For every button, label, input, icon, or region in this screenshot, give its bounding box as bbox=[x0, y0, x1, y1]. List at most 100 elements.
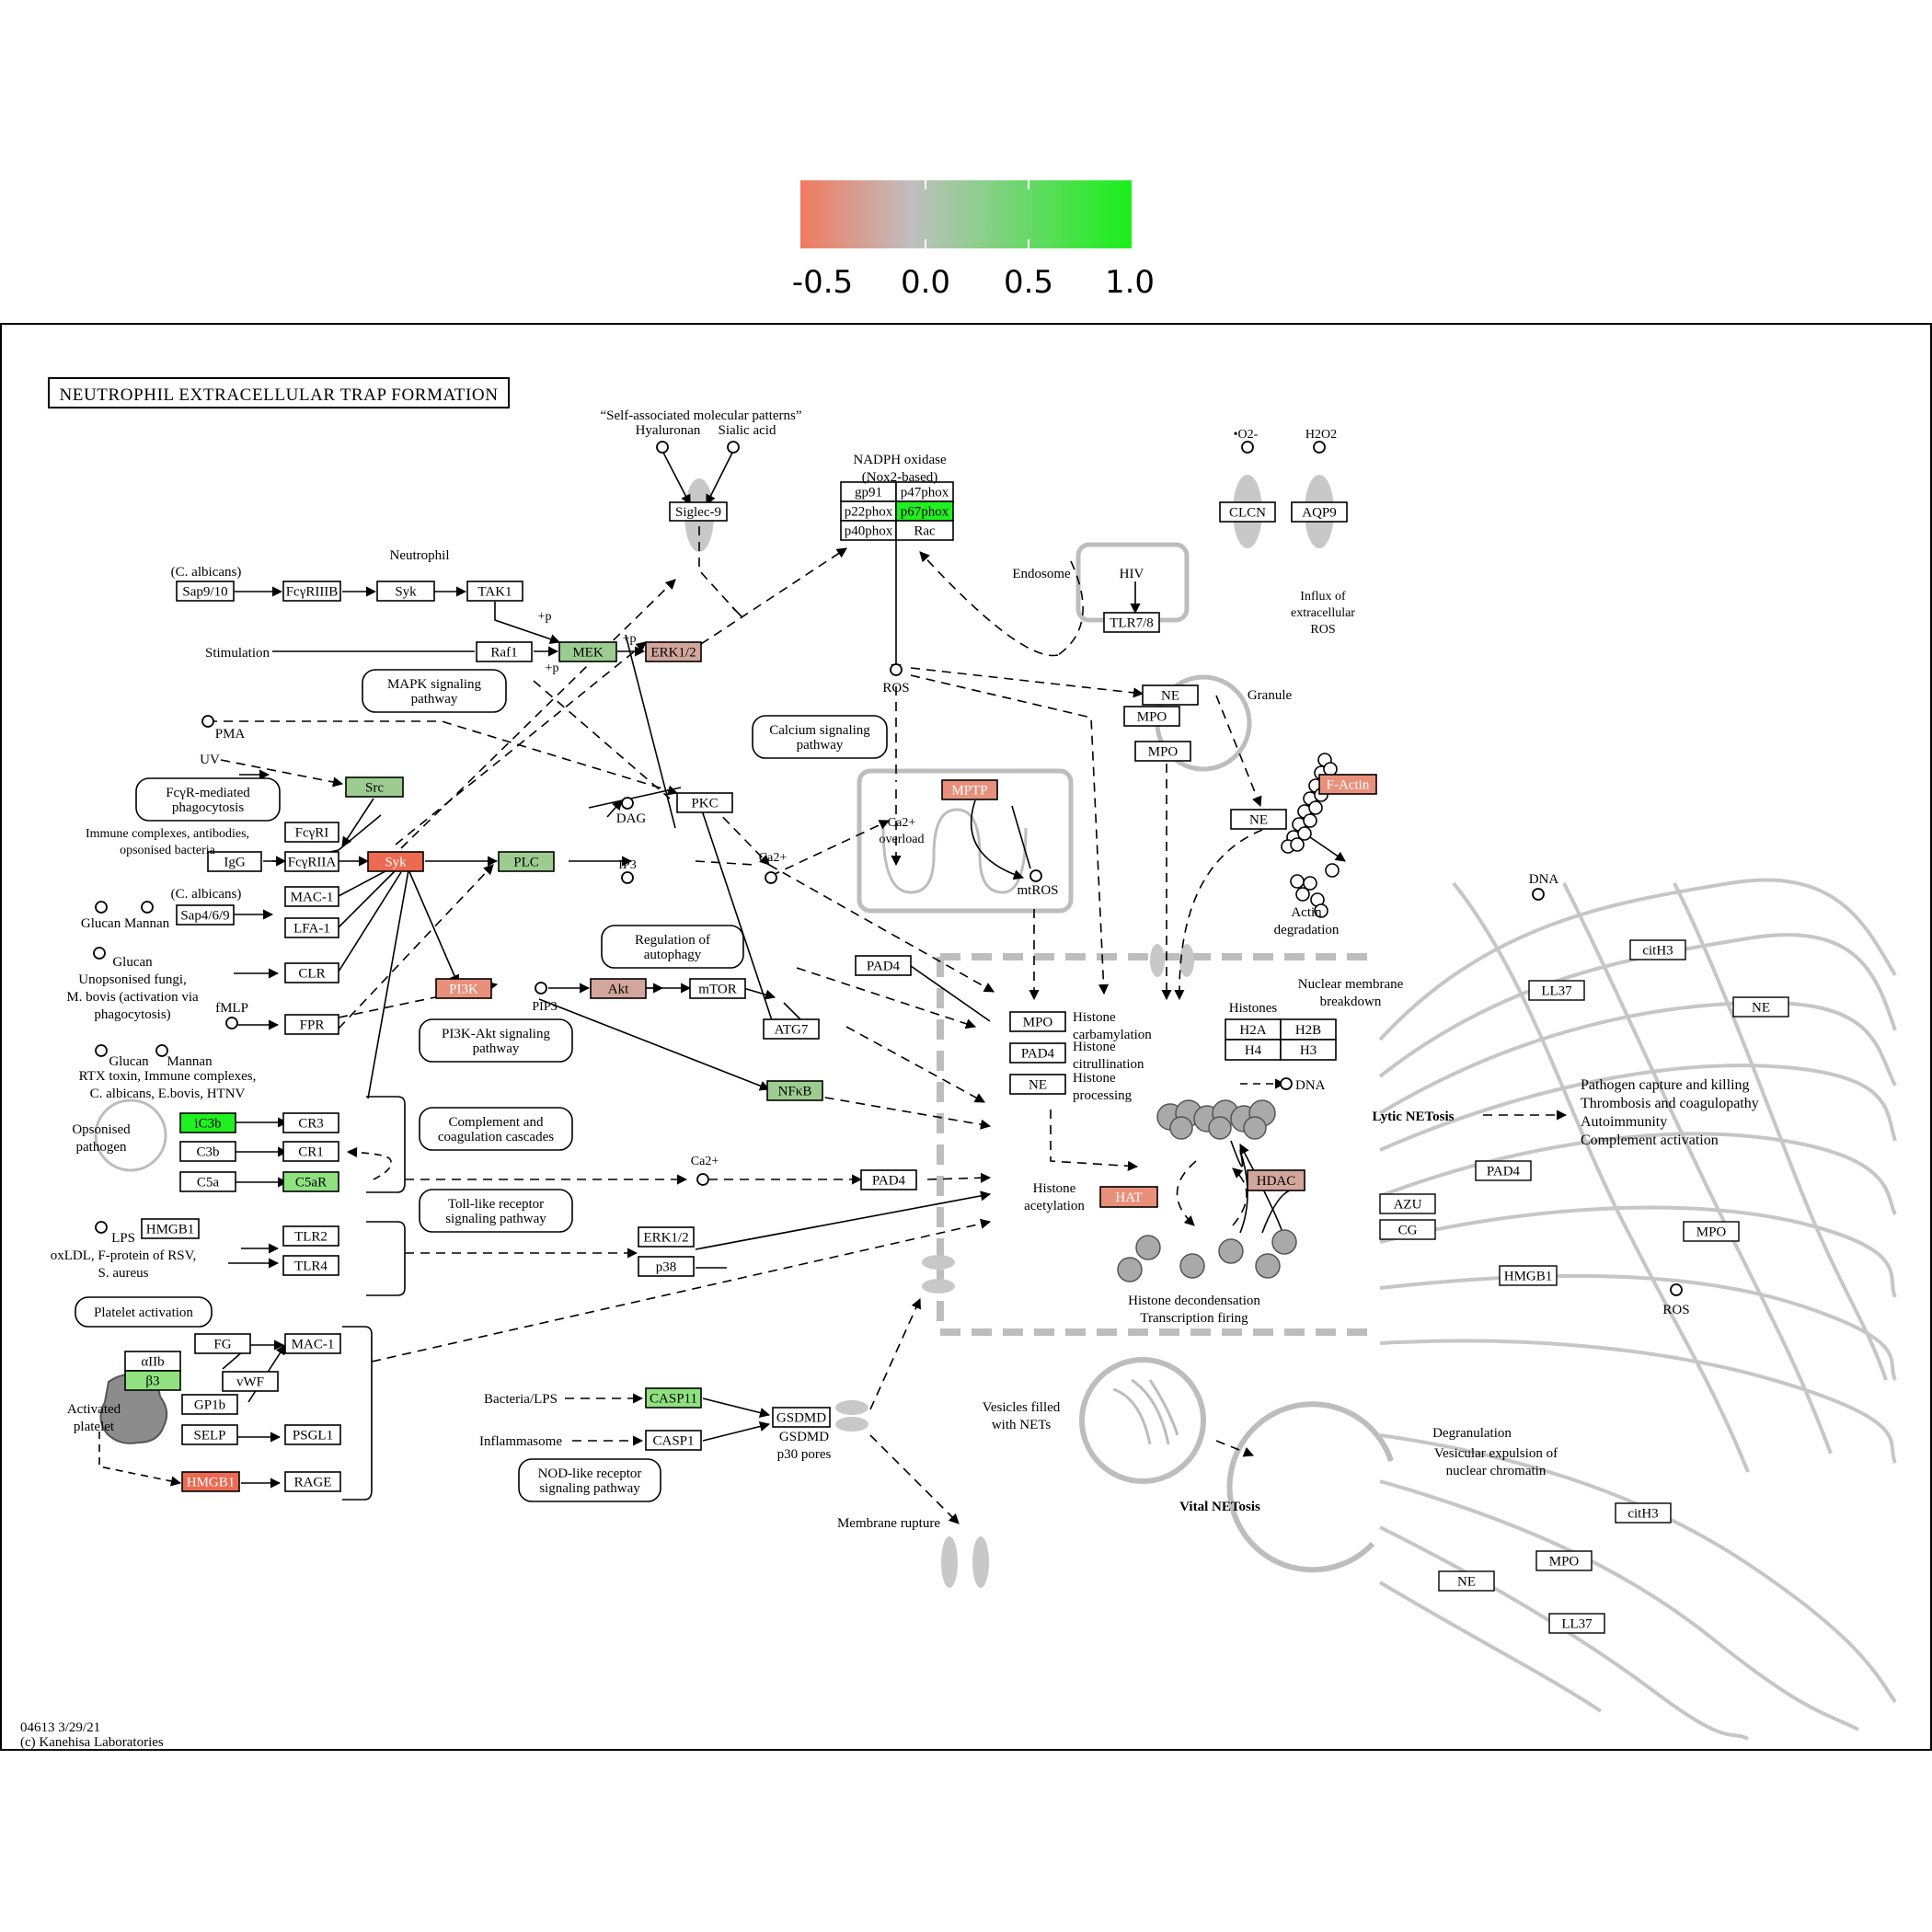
gene-node-hmgb1a[interactable]: HMGB1 bbox=[141, 1218, 200, 1239]
net-protein-box[interactable] bbox=[1732, 996, 1789, 1018]
gene-node-mac1a[interactable]: MAC-1 bbox=[284, 886, 339, 907]
gene-box[interactable] bbox=[207, 851, 262, 872]
gene-box[interactable] bbox=[1318, 774, 1377, 795]
net-box-ne4[interactable]: NE bbox=[1732, 996, 1789, 1018]
gene-box[interactable] bbox=[1009, 1042, 1066, 1064]
gene-box[interactable] bbox=[772, 1407, 831, 1428]
net-box-cith3a[interactable]: citH3 bbox=[1629, 939, 1686, 960]
gene-box[interactable] bbox=[1142, 684, 1199, 706]
gene-box[interactable] bbox=[284, 1014, 339, 1035]
gene-box[interactable] bbox=[638, 1226, 695, 1248]
gene-node-mpo3[interactable]: MPO bbox=[1009, 1011, 1066, 1032]
net-protein-box[interactable] bbox=[1615, 1502, 1672, 1524]
gene-node-rage[interactable]: RAGE bbox=[284, 1471, 341, 1492]
gene-node-p40phox[interactable]: p40phox bbox=[840, 520, 897, 541]
gene-node-hdac[interactable]: HDAC bbox=[1247, 1169, 1305, 1191]
gene-box[interactable] bbox=[1009, 1074, 1066, 1095]
gene-node-tlr78[interactable]: TLR7/8 bbox=[1103, 612, 1160, 633]
gene-box[interactable] bbox=[558, 641, 617, 662]
pathway-link-box[interactable] bbox=[419, 1189, 573, 1233]
gene-box[interactable] bbox=[498, 851, 555, 872]
pathway-link-box[interactable] bbox=[362, 669, 507, 713]
gene-node-tlr4[interactable]: TLR4 bbox=[282, 1255, 339, 1276]
gene-box[interactable] bbox=[282, 1255, 339, 1276]
gene-node-mpo1[interactable]: MPO bbox=[1123, 706, 1180, 727]
gene-box[interactable] bbox=[766, 1080, 823, 1101]
gene-node-casp11[interactable]: CASP11 bbox=[645, 1387, 702, 1409]
gene-node-fcyr3b[interactable]: FcγRIIIB bbox=[282, 581, 341, 602]
gene-node-pad4a[interactable]: PAD4 bbox=[855, 955, 912, 976]
net-protein-box[interactable] bbox=[1438, 1570, 1495, 1592]
gene-box[interactable] bbox=[282, 1141, 339, 1162]
gene-box[interactable] bbox=[284, 917, 339, 938]
gene-box[interactable] bbox=[124, 1370, 181, 1391]
net-box-mpo4[interactable]: MPO bbox=[1683, 1221, 1740, 1242]
gene-box[interactable] bbox=[645, 1430, 702, 1451]
net-box-ll37a[interactable]: LL37 bbox=[1528, 980, 1585, 1001]
net-protein-box[interactable] bbox=[1535, 1550, 1593, 1571]
net-box-ne5[interactable]: NE bbox=[1438, 1570, 1495, 1592]
gene-node-fpr[interactable]: FPR bbox=[284, 1014, 339, 1035]
gene-node-sap469[interactable]: Sap4/6/9 bbox=[176, 904, 235, 926]
gene-box[interactable] bbox=[176, 581, 235, 602]
gene-node-raf1[interactable]: Raf1 bbox=[476, 641, 533, 662]
gene-node-p67phox[interactable]: p67phox bbox=[895, 500, 954, 522]
gene-node-gp91[interactable]: gp91 bbox=[840, 481, 897, 502]
pathway-link-box[interactable] bbox=[752, 715, 888, 759]
net-protein-box[interactable] bbox=[1475, 1160, 1532, 1181]
gene-box[interactable] bbox=[367, 851, 424, 872]
gene-box[interactable] bbox=[1134, 741, 1191, 762]
gene-box[interactable] bbox=[181, 1394, 238, 1415]
gene-box[interactable] bbox=[181, 1424, 238, 1445]
gene-box[interactable] bbox=[284, 851, 339, 872]
gene-node-selp[interactable]: SELP bbox=[181, 1424, 238, 1445]
net-protein-box[interactable] bbox=[1499, 1265, 1558, 1286]
net-box-cg[interactable]: CG bbox=[1379, 1219, 1436, 1240]
gene-node-pkc[interactable]: PKC bbox=[676, 792, 733, 813]
gene-node-h4[interactable]: H4 bbox=[1225, 1039, 1282, 1061]
gene-box[interactable] bbox=[181, 1471, 240, 1492]
pathway-link-box[interactable] bbox=[135, 777, 281, 822]
gene-node-pad4c[interactable]: PAD4 bbox=[1009, 1042, 1066, 1064]
gene-node-fcyr1[interactable]: FcγRI bbox=[284, 822, 339, 843]
gene-node-cr3[interactable]: CR3 bbox=[282, 1112, 339, 1133]
gene-node-clr[interactable]: CLR bbox=[284, 962, 339, 983]
gene-node-h2a[interactable]: H2A bbox=[1225, 1018, 1282, 1041]
gene-box[interactable] bbox=[284, 1424, 341, 1445]
gene-node-ne2[interactable]: NE bbox=[1230, 809, 1287, 830]
gene-box[interactable] bbox=[345, 776, 404, 798]
gene-node-lfa1[interactable]: LFA-1 bbox=[284, 917, 339, 938]
gene-node-igg[interactable]: IgG bbox=[207, 851, 262, 872]
net-box-azu[interactable]: AZU bbox=[1379, 1193, 1436, 1214]
gene-box[interactable] bbox=[179, 1112, 236, 1133]
net-protein-box[interactable] bbox=[1629, 939, 1686, 960]
gene-box[interactable] bbox=[179, 1171, 236, 1192]
gene-box[interactable] bbox=[435, 978, 492, 999]
gene-box[interactable] bbox=[1123, 706, 1180, 727]
gene-node-h3[interactable]: H3 bbox=[1280, 1039, 1337, 1061]
gene-box[interactable] bbox=[763, 1018, 820, 1040]
gene-box[interactable] bbox=[1219, 501, 1276, 523]
gene-box[interactable] bbox=[1230, 809, 1287, 830]
gene-node-mtor[interactable]: mTOR bbox=[689, 978, 746, 999]
gene-node-tak1[interactable]: TAK1 bbox=[466, 581, 523, 602]
gene-node-mpo2[interactable]: MPO bbox=[1134, 741, 1191, 762]
gene-box[interactable] bbox=[1009, 1011, 1066, 1032]
gene-node-h2b[interactable]: H2B bbox=[1280, 1018, 1337, 1041]
gene-node-c3b[interactable]: C3b bbox=[179, 1141, 236, 1162]
gene-node-gsdmd[interactable]: GSDMD bbox=[772, 1407, 831, 1428]
net-box-cith3b[interactable]: citH3 bbox=[1615, 1502, 1672, 1524]
pathway-link-box[interactable] bbox=[419, 1107, 573, 1151]
gene-box[interactable] bbox=[638, 1256, 695, 1277]
gene-box[interactable] bbox=[669, 501, 728, 522]
gene-box[interactable] bbox=[1103, 612, 1160, 633]
gene-node-pi3k[interactable]: PI3K bbox=[435, 978, 492, 999]
net-protein-box[interactable] bbox=[1548, 1613, 1605, 1634]
gene-node-hmgb1b[interactable]: HMGB1 bbox=[181, 1471, 240, 1492]
gene-box[interactable] bbox=[282, 1225, 339, 1247]
